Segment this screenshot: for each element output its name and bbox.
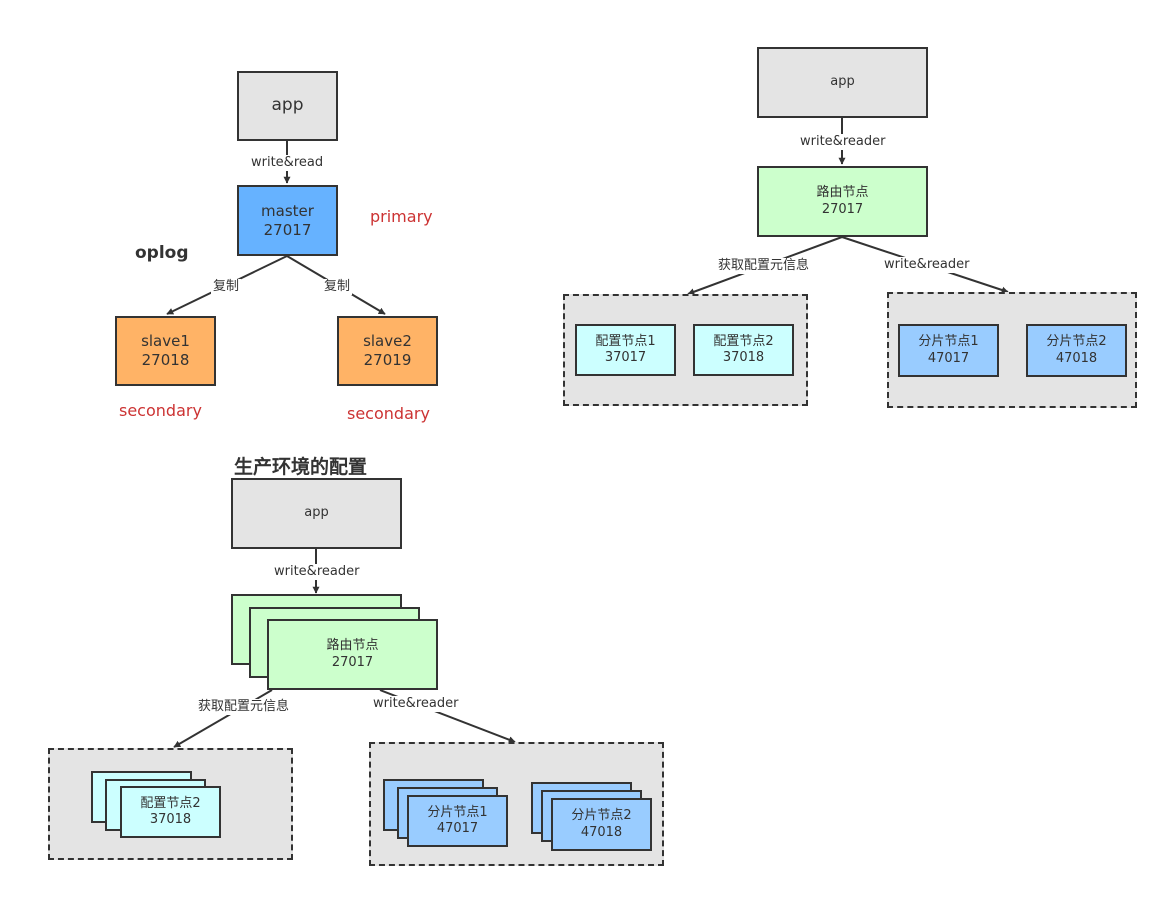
d3-edge-label-config: 获取配置元信息 — [196, 699, 292, 715]
d3-router-port: 27017 — [331, 654, 374, 670]
d2-app-label: app — [830, 74, 855, 90]
d2-edge-label-config: 获取配置元信息 — [716, 258, 812, 274]
secondary-label-left: secondary — [119, 401, 202, 420]
d2-config2-node: 配置节点2 37018 — [693, 324, 794, 376]
d2-config2-name: 配置节点2 — [713, 333, 774, 349]
d3-shard1-port: 47017 — [436, 821, 479, 836]
primary-label: primary — [370, 207, 433, 226]
d2-shard2-name: 分片节点2 — [1046, 334, 1107, 350]
d2-shard1-node: 分片节点1 47017 — [898, 324, 999, 377]
d2-shard1-port: 47017 — [927, 350, 970, 366]
d2-app-node: app — [757, 47, 928, 118]
d3-router-name: 路由节点 — [326, 638, 379, 654]
d2-router-port: 27017 — [821, 201, 864, 217]
secondary-label-right: secondary — [347, 404, 430, 423]
d2-router-name: 路由节点 — [816, 185, 869, 201]
d2-config1-name: 配置节点1 — [595, 333, 656, 349]
d2-shard2-node: 分片节点2 47018 — [1026, 324, 1127, 377]
production-title: 生产环境的配置 — [234, 456, 368, 478]
d3-config-name: 配置节点2 — [140, 795, 201, 811]
d2-edge-label-shard: write&reader — [882, 257, 972, 273]
d3-shard2-name: 分片节点2 — [571, 808, 632, 824]
d2-shard2-port: 47018 — [1055, 350, 1098, 366]
d2-router-node: 路由节点 27017 — [757, 166, 928, 237]
slave2-node: slave2 27019 — [337, 316, 438, 386]
d3-config-group — [48, 748, 293, 860]
d3-config-node: 配置节点2 37018 — [120, 786, 221, 838]
d2-shard1-name: 分片节点1 — [918, 334, 979, 350]
master-node: master 27017 — [237, 185, 338, 256]
d1-app-label: app — [271, 95, 304, 116]
master-port: 27017 — [263, 220, 312, 239]
d1-edge-label-write-read: write&read — [249, 155, 326, 171]
d1-copy-label-right: 复制 — [322, 279, 353, 295]
master-name: master — [261, 201, 314, 220]
d3-config-port: 37018 — [149, 812, 192, 827]
slave2-port: 27019 — [363, 351, 412, 369]
d3-shard1-name: 分片节点1 — [427, 804, 488, 820]
slave1-node: slave1 27018 — [115, 316, 216, 386]
d3-edge-label-app-router: write&reader — [272, 564, 362, 580]
d2-config1-node: 配置节点1 37017 — [575, 324, 676, 376]
d3-app-node: app — [231, 478, 402, 549]
slave2-name: slave2 — [363, 332, 412, 351]
d3-shard2-node: 分片节点2 47018 — [551, 798, 652, 851]
slave1-port: 27018 — [141, 351, 190, 369]
d1-copy-label-left: 复制 — [211, 279, 242, 295]
oplog-label: oplog — [135, 243, 189, 263]
d3-app-label: app — [304, 505, 329, 521]
slave1-name: slave1 — [141, 332, 190, 351]
d3-shard1-node: 分片节点1 47017 — [407, 795, 508, 847]
d3-router-node: 路由节点 27017 — [267, 619, 438, 690]
d1-app-node: app — [237, 71, 338, 141]
d2-edge-label-app-router: write&reader — [798, 134, 888, 150]
d2-config2-port: 37018 — [722, 350, 765, 365]
d2-config1-port: 37017 — [604, 350, 647, 365]
d3-shard2-port: 47018 — [580, 824, 623, 840]
d3-edge-label-shard: write&reader — [371, 696, 461, 712]
